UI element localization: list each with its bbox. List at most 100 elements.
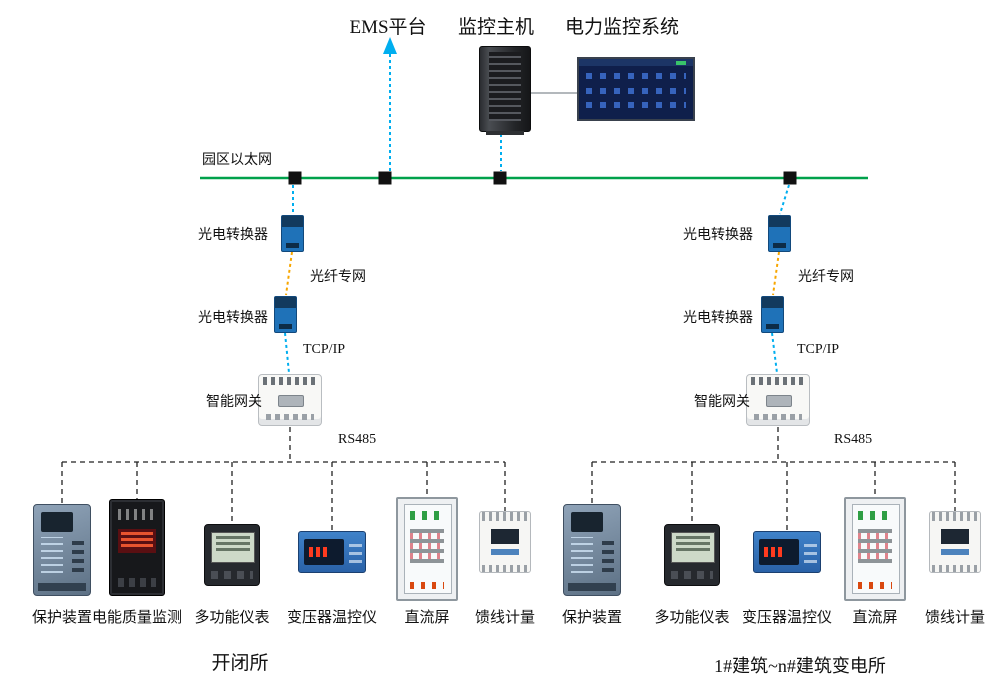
converter-top-cap bbox=[769, 216, 790, 227]
dc-panel-cabinet bbox=[844, 497, 906, 601]
pq-display bbox=[118, 528, 156, 554]
relay-display bbox=[570, 512, 604, 532]
pq-buttons bbox=[118, 577, 156, 588]
rs485-label: RS485 bbox=[834, 432, 873, 447]
cabinet-breakers bbox=[409, 529, 445, 563]
scada-schematic-row bbox=[585, 73, 687, 80]
device-label-feeder: 馈线计量 bbox=[924, 610, 986, 626]
fiber-blue-segment-right-2 bbox=[771, 332, 778, 374]
temperature-controller-device bbox=[298, 531, 366, 573]
feeder-lcd bbox=[491, 528, 519, 545]
cabinet-breakers bbox=[857, 529, 893, 563]
temperature-controller-device bbox=[753, 531, 821, 573]
tcpip-label: TCP/IP bbox=[797, 342, 840, 357]
device-label-protection: 保护装置 bbox=[561, 610, 623, 626]
right-station-caption: 1#建筑~n#建筑变电所 bbox=[714, 656, 886, 676]
gateway-terminals bbox=[262, 377, 318, 385]
meter-buttons bbox=[211, 570, 253, 579]
multifunction-meter-device bbox=[664, 524, 720, 586]
scada-schematic-row bbox=[585, 87, 687, 94]
meter-lcd bbox=[671, 532, 715, 563]
feeder-terminals-top bbox=[482, 512, 528, 521]
dc-panel-cabinet bbox=[396, 497, 458, 601]
gateway-detail-lines bbox=[266, 414, 314, 420]
fiber-blue-segment-left-2 bbox=[284, 332, 290, 374]
media-converter-device bbox=[761, 296, 784, 333]
converter-top-cap bbox=[282, 216, 303, 227]
relay-bottom-strip bbox=[38, 583, 86, 591]
pq-indicators bbox=[118, 508, 156, 520]
smart-gateway-label: 智能网关 bbox=[206, 395, 262, 410]
device-label-temp: 变压器温控仪 bbox=[286, 610, 378, 626]
scada-screenshot bbox=[577, 57, 695, 121]
campus-ethernet-label: 园区以太网 bbox=[202, 153, 272, 168]
temp-keys bbox=[803, 540, 817, 564]
smart-gateway-device bbox=[746, 374, 810, 426]
media-converter-label: 光电转换器 bbox=[198, 228, 268, 243]
feeder-terminals-top bbox=[932, 512, 978, 521]
meter-lcd bbox=[211, 532, 255, 563]
media-converter-device bbox=[274, 296, 297, 333]
scada-header-bar bbox=[579, 59, 693, 67]
left-station-caption: 开闭所 bbox=[211, 653, 269, 674]
device-label-meter: 多功能仪表 bbox=[194, 610, 270, 626]
smart-gateway-label: 智能网关 bbox=[694, 395, 750, 410]
feeder-terminals-bottom bbox=[482, 564, 528, 572]
feeder-meter-device bbox=[479, 511, 531, 573]
relay-led-column bbox=[40, 537, 64, 574]
feeder-brand-mark bbox=[491, 549, 519, 556]
converter-top-cap bbox=[762, 297, 783, 308]
converter-port bbox=[766, 324, 779, 330]
feeder-lcd bbox=[941, 528, 969, 545]
device-label-dc-panel: 直流屏 bbox=[404, 610, 450, 626]
converter-port bbox=[279, 324, 292, 330]
server-base bbox=[486, 131, 524, 135]
device-label-dc-panel: 直流屏 bbox=[852, 610, 898, 626]
ethernet-node bbox=[288, 171, 302, 185]
server-drive-bays bbox=[489, 52, 521, 121]
ethernet-node bbox=[493, 171, 507, 185]
fiber-link-label: 光纤专网 bbox=[310, 270, 366, 285]
gateway-terminals bbox=[750, 377, 806, 385]
cabinet-meters bbox=[857, 511, 893, 520]
converter-port bbox=[773, 243, 786, 249]
monitor-host-label: 监控主机 bbox=[457, 17, 535, 38]
protection-relay-device bbox=[563, 504, 621, 596]
media-converter-label: 光电转换器 bbox=[683, 228, 753, 243]
media-converter-label: 光电转换器 bbox=[683, 311, 753, 326]
rs485-label: RS485 bbox=[338, 432, 377, 447]
gateway-db9-port bbox=[277, 395, 305, 407]
ems-uplink-arrowhead bbox=[383, 37, 397, 54]
converter-port bbox=[286, 243, 299, 249]
power-monitor-system-label: 电力监控系统 bbox=[564, 17, 680, 38]
protection-relay-device bbox=[33, 504, 91, 596]
server-tower bbox=[479, 46, 531, 135]
temp-keys bbox=[348, 540, 362, 564]
media-converter-device bbox=[281, 215, 304, 252]
feeder-meter-device bbox=[929, 511, 981, 573]
cabinet-lamps bbox=[409, 582, 445, 589]
device-label-protection: 保护装置 bbox=[31, 610, 93, 626]
device-label-feeder: 馈线计量 bbox=[474, 610, 536, 626]
feeder-brand-mark bbox=[941, 549, 969, 556]
scada-status-dot bbox=[676, 60, 687, 65]
tcpip-label: TCP/IP bbox=[303, 342, 346, 357]
temp-display bbox=[304, 539, 344, 565]
fiber-orange-segment-left bbox=[285, 251, 293, 296]
ethernet-node bbox=[378, 171, 392, 185]
relay-display bbox=[40, 512, 74, 532]
temp-display bbox=[759, 539, 799, 565]
cabinet-meters bbox=[409, 511, 445, 520]
fiber-blue-segment-right-1 bbox=[779, 184, 790, 215]
device-label-meter: 多功能仪表 bbox=[654, 610, 730, 626]
ethernet-node bbox=[783, 171, 797, 185]
feeder-terminals-bottom bbox=[932, 564, 978, 572]
scada-schematic-row bbox=[585, 102, 687, 109]
converter-top-cap bbox=[275, 297, 296, 308]
smart-gateway-device bbox=[258, 374, 322, 426]
fiber-link-label: 光纤专网 bbox=[798, 270, 854, 285]
ems-platform-label: EMS平台 bbox=[349, 17, 427, 38]
device-label-temp: 变压器温控仪 bbox=[741, 610, 833, 626]
